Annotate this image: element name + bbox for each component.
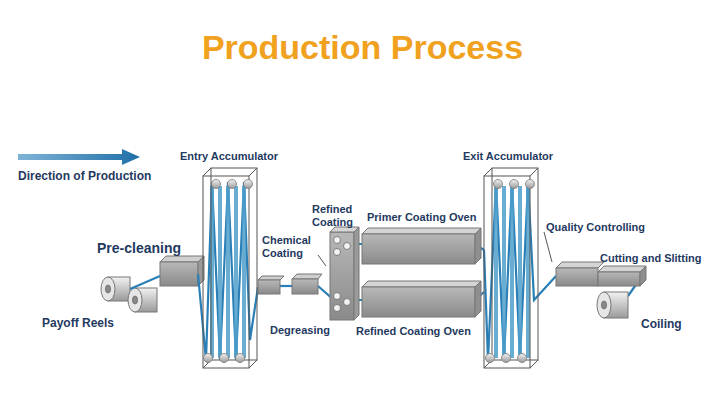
direction-label: Direction of Production: [18, 169, 151, 183]
reel-label: Payoff Reels: [42, 316, 114, 330]
oven-label: Refined Coating Oven: [356, 325, 471, 338]
station-label: Quality Controlling: [546, 221, 645, 234]
station-label: Pre-cleaning: [97, 240, 181, 257]
station-label: Chemical Coating: [262, 234, 318, 260]
coil-label: Coiling: [641, 317, 682, 331]
accumulator-label: Entry Accumulator: [180, 150, 278, 163]
title: Production Process: [0, 28, 725, 67]
station-label: Cutting and Slitting: [600, 252, 701, 265]
station-label: Degreasing: [270, 324, 330, 337]
station-label: Refined Coating: [312, 203, 362, 229]
accumulator-label: Exit Accumulator: [463, 150, 553, 163]
oven-label: Primer Coating Oven: [367, 211, 476, 224]
